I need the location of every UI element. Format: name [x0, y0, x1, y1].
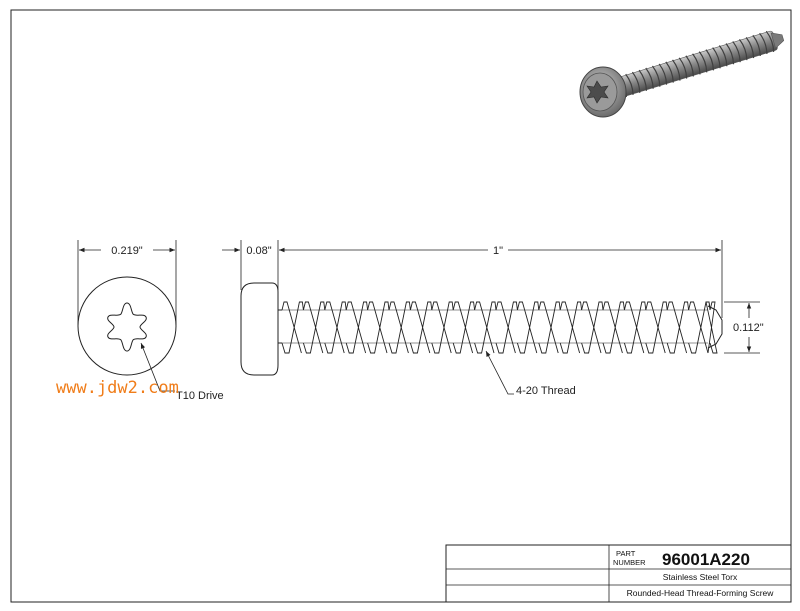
iso-thread-ridge — [705, 49, 715, 71]
svg-text:0.112": 0.112" — [733, 322, 764, 334]
part-number: 96001A220 — [662, 550, 750, 569]
thread-diameter-dimension: 0.112" — [724, 301, 764, 354]
thread-crest — [409, 301, 433, 354]
svg-text:1": 1" — [493, 245, 503, 257]
thread-crest — [302, 301, 326, 354]
iso-thread-ridge — [651, 65, 661, 87]
thread-crest — [495, 301, 518, 354]
thread-crest — [452, 301, 476, 354]
thread-crest — [666, 301, 690, 354]
svg-text:0.219": 0.219" — [111, 245, 143, 257]
torx-drive-icon — [107, 302, 147, 352]
thread-crest — [623, 301, 647, 354]
iso-thread-ridge — [745, 36, 755, 59]
thread-crest — [345, 301, 369, 354]
thread-crest — [388, 301, 411, 354]
head-diameter-dimension: 0.219" — [77, 240, 177, 325]
isometric-screw-render — [579, 30, 785, 118]
iso-thread-ridge — [732, 41, 741, 63]
iso-thread-ridge — [692, 53, 701, 75]
head-end-view: T10 Drive — [77, 276, 224, 402]
description-line-1: Stainless Steel Torx — [663, 572, 738, 582]
iso-thread-ridge — [752, 34, 761, 57]
thread-callout: 4-20 Thread — [516, 385, 576, 397]
iso-thread-ridge — [712, 47, 721, 69]
part-number-label: PART — [616, 549, 636, 558]
thread-crest — [602, 301, 625, 354]
title-block: PART NUMBER 96001A220 Stainless Steel To… — [445, 544, 792, 603]
thread-crest — [324, 301, 347, 354]
thread-crest — [516, 301, 540, 354]
screw-side-view: 4-20 Thread — [240, 282, 723, 397]
watermark-text: www.jdw2.com — [56, 378, 179, 398]
iso-thread-ridge — [638, 69, 648, 91]
iso-thread-ridge — [698, 51, 708, 73]
thread-crest — [474, 301, 497, 354]
iso-thread-ridge — [625, 73, 634, 95]
iso-thread-ridge — [658, 63, 668, 85]
iso-thread-ridge — [665, 61, 674, 83]
svg-text:0.08": 0.08" — [246, 245, 271, 257]
drawing-border — [10, 9, 792, 603]
thread-crest — [431, 301, 454, 354]
thread-crest — [645, 301, 668, 354]
iso-thread-ridge — [645, 67, 654, 89]
thread-crest — [559, 301, 583, 354]
iso-thread-ridge — [725, 43, 735, 65]
thread-crest — [367, 301, 390, 354]
part-number-label-line2: NUMBER — [613, 558, 646, 567]
torx-recess-icon — [586, 80, 609, 104]
iso-thread-ridge — [765, 30, 775, 52]
iso-thread-ridge — [678, 57, 688, 79]
thread-crest — [538, 301, 561, 354]
iso-thread-ridge — [718, 45, 728, 67]
iso-thread-ridge — [672, 59, 681, 81]
iso-thread-ridge — [631, 71, 641, 93]
thread-crest — [281, 301, 304, 354]
iso-thread-ridge — [685, 55, 694, 77]
iso-thread-ridge — [759, 32, 768, 55]
thread-crest — [705, 301, 718, 354]
thread-crest — [688, 301, 711, 354]
iso-thread-ridge — [739, 39, 748, 61]
length-dimension: 1" — [287, 240, 723, 318]
drive-callout: T10 Drive — [176, 390, 224, 402]
thread-crest — [581, 301, 604, 354]
description-line-2: Rounded-Head Thread-Forming Screw — [627, 588, 775, 598]
head-height-dimension: 0.08" — [222, 240, 287, 290]
